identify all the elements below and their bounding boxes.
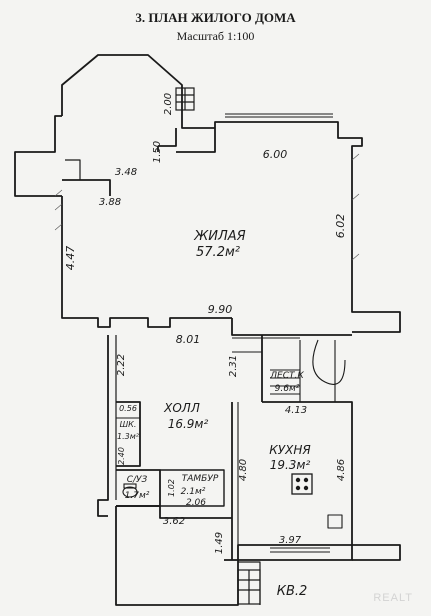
hall-name: ХОЛЛ (163, 401, 200, 415)
dim-label: 3.97 (279, 535, 302, 546)
dim-label: 2.00 (163, 93, 174, 115)
toilet-icon (122, 483, 138, 498)
dim-label: 8.01 (176, 333, 201, 346)
dim-label: 2.31 (228, 355, 239, 377)
closet-name: ШК. (120, 420, 137, 429)
plan-scale: Масштаб 1:100 (176, 29, 255, 43)
dim-label: 4.47 (64, 246, 77, 271)
dim-label: 1.49 (214, 532, 225, 554)
living-room-area: 57.2м² (196, 245, 240, 260)
vestibule-name: ТАМБУР (182, 474, 219, 484)
dim-label: 3.88 (99, 197, 121, 208)
dim-label: 4.80 (238, 459, 249, 481)
dim-label: 3.48 (115, 167, 137, 178)
wall-hatching (54, 153, 360, 261)
apartment-label: КВ.2 (277, 584, 308, 599)
bathroom-area: 1.7м² (125, 491, 150, 501)
dim-label: 2.22 (116, 354, 127, 376)
dim-label: 6.00 (263, 148, 288, 161)
vestibule-area: 2.1м² (181, 487, 206, 497)
plan-title: 3. ПЛАН ЖИЛОГО ДОМА (135, 10, 296, 25)
hall-area: 16.9м² (168, 417, 209, 431)
dim-label: 2.06 (186, 498, 206, 508)
living-room-name: ЖИЛАЯ (193, 229, 245, 244)
dim-label: 4.13 (285, 405, 307, 416)
closet-area: 1.3м² (117, 432, 140, 441)
dim-label: 3.62 (163, 516, 185, 527)
window-grid-icon (175, 87, 195, 111)
walls (14, 54, 401, 606)
dim-label: 1.02 (167, 479, 176, 497)
stairs-area: 9.6м² (275, 384, 300, 394)
stairs-name: ЛЕСТ.К (269, 371, 304, 381)
dim-label: 0.56 (119, 404, 137, 413)
dim-label: 6.02 (334, 214, 347, 239)
dim-label: 2.40 (117, 447, 126, 465)
kitchen-area: 19.3м² (270, 458, 311, 472)
dim-label: 9.90 (208, 303, 233, 316)
stove-icon (291, 473, 313, 495)
dim-label: 1.50 (152, 141, 163, 163)
dim-label: 4.86 (336, 459, 347, 481)
kitchen-name: КУХНЯ (269, 443, 311, 457)
entrance-grid-icon (237, 569, 261, 605)
bathroom-name: С/УЗ (127, 475, 148, 485)
watermark: REALT (373, 592, 413, 604)
